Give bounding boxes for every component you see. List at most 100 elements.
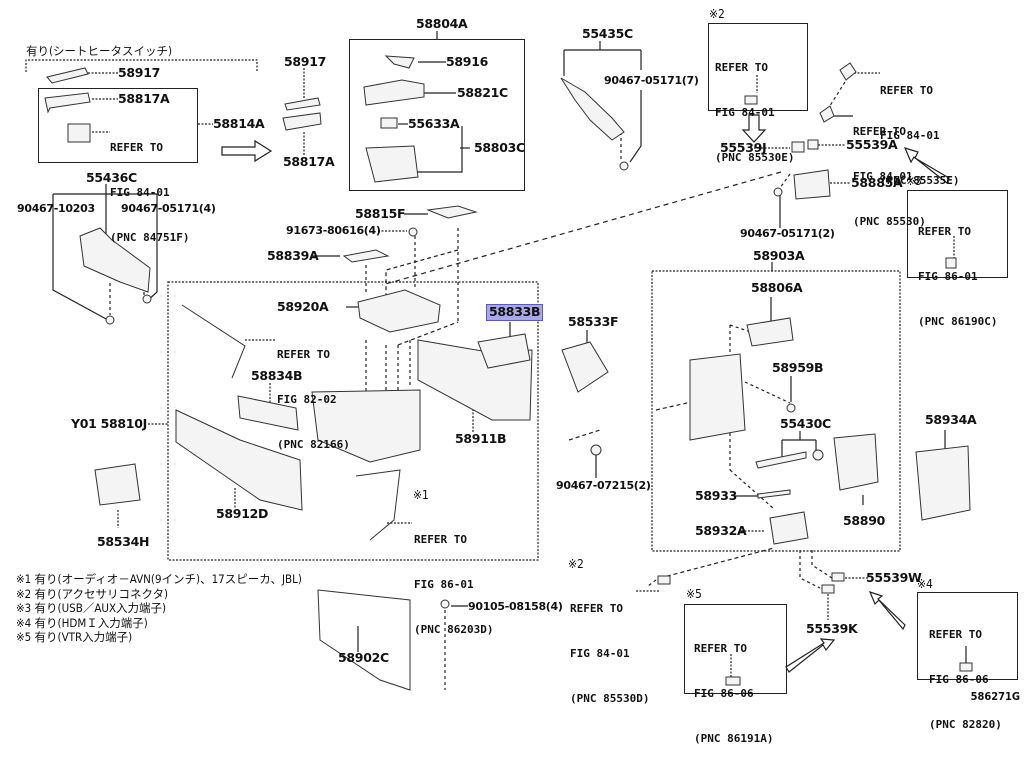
part-label-58932A[interactable]: 58932A [695,523,747,538]
part-sketch-58821C [363,79,425,106]
part-label-58806A[interactable]: 58806A [751,280,803,295]
part-label-58815F[interactable]: 58815F [355,206,406,221]
part-sketch-58916 [384,55,415,69]
ref-line: FIG 86-06 [929,673,989,686]
ref-line: (PNC 85530E) [715,151,795,164]
arrow-down-icon [741,114,767,143]
part-label-58911B[interactable]: 58911B [455,431,507,446]
part-label-90467-07215-2[interactable]: 90467-07215(2) [556,479,651,492]
note-mark-5: ※5 [686,587,702,601]
part-label-58917[interactable]: 58917 [118,65,160,80]
part-sketch-armrest [357,289,441,333]
part-label-55539W[interactable]: 55539W [866,570,922,585]
part-label-55436C[interactable]: 55436C [86,170,137,185]
part-label-90105-08158-4[interactable]: 90105-08158(4) [468,600,563,613]
part-label-58959B[interactable]: 58959B [772,360,824,375]
part-label-58839A[interactable]: 58839A [267,248,319,263]
ref-line: FIG 86-01 [918,270,978,283]
ref-box-82820 [917,592,1018,680]
part-sketch-58932A [769,511,809,545]
ref-line: FIG 84-01 [715,106,775,119]
part-sketch-58885A [793,169,831,200]
part-sketch-console-box [311,389,421,463]
part-sketch-55430C [755,451,807,469]
ref-85530D[interactable]: REFER TO FIG 84-01 (PNC 85530D) [570,571,649,721]
part-label-91673-80616-4[interactable]: 91673-80616(4) [286,224,381,237]
part-label-58890[interactable]: 58890 [843,513,885,528]
arrow-up-right-icon [785,638,836,673]
ref-82166[interactable]: REFER TO FIG 82-02 (PNC 82166) [277,317,350,467]
ref-84751F[interactable]: REFER TO FIG 84-01 (PNC 84751F) [110,110,189,260]
part-label-55539K[interactable]: 55539K [806,621,858,636]
part-label-58903A[interactable]: 58903A [753,248,805,263]
part-sketch-bezel [689,353,746,441]
optional-group-label: 有り(シートヒータスイッチ) [26,44,173,58]
part-sketch-58934A [915,445,971,521]
part-label-58817A-right[interactable]: 58817A [283,154,335,169]
part-sketch-58833B [477,333,531,369]
part-sketch-58834B [237,395,299,431]
part-label-58534H[interactable]: 58534H [97,534,150,549]
ref-86203D[interactable]: REFER TO FIG 86-01 (PNC 86203D) [414,502,493,652]
part-label-90467-05171-4[interactable]: 90467-05171(4) [121,202,216,215]
part-label-55539A[interactable]: 55539A [846,137,898,152]
part-sketch-58817A [44,92,91,114]
part-sketch-58533F [561,341,609,393]
ref-86190C[interactable]: REFER TO FIG 86-01 (PNC 86190C) [918,194,997,344]
note-mark-2b: ※2 [568,557,584,571]
ref-86191A[interactable]: REFER TO FIG 86-06 (PNC 86191A) [694,611,773,761]
part-label-58821C[interactable]: 58821C [457,85,508,100]
ref-line: REFER TO [918,225,971,238]
ref-line: REFER TO [715,61,768,74]
part-label-58814A[interactable]: 58814A [213,116,265,131]
ref-box-85530E [708,23,808,111]
part-label-55539J[interactable]: 55539J [720,140,767,155]
part-label-58920A[interactable]: 58920A [277,299,329,314]
box-58804A [349,39,525,191]
ref-box-86190C [907,190,1008,278]
ref-line: FIG 82-02 [277,393,337,406]
ref-85530[interactable]: REFER TO FIG 84-01 (PNC 85530) [853,94,926,244]
ref-box-86191A [684,604,787,694]
part-sketch-58534H [94,463,141,506]
note-mark-1: ※1 [413,488,429,502]
part-label-58834B[interactable]: 58834B [251,368,303,383]
part-label-58803C[interactable]: 58803C [474,140,525,155]
part-label-58912D[interactable]: 58912D [216,506,269,521]
part-label-58533F[interactable]: 58533F [568,314,619,329]
part-label-58917-right[interactable]: 58917 [284,54,326,69]
part-label-58804A[interactable]: 58804A [416,16,468,31]
part-label-55430C[interactable]: 55430C [780,416,831,431]
part-label-90467-10203[interactable]: 90467-10203 [17,202,95,215]
footnote-legend: ※1 有り(オーディオ－AVN(9インチ)、17スピーカ、JBL) ※2 有り(… [16,572,302,645]
legend-item: ※2 有り(アクセサリコネクタ) [16,586,169,601]
part-label-58934A[interactable]: 58934A [925,412,977,427]
part-label-58916[interactable]: 58916 [446,54,488,69]
part-label-58885A[interactable]: 58885A [851,175,903,190]
ref-line: REFER TO [414,533,467,546]
part-sketch-58803C [365,145,419,183]
part-sketch-58806A [746,317,794,347]
part-sketch-58912D [175,409,303,511]
part-sketch-switch [67,123,91,143]
ref-82820[interactable]: REFER TO FIG 86-06 (PNC 82820) [929,597,1002,747]
part-sketch-58839A [342,249,390,263]
part-label-Y01-58810J[interactable]: Y01 58810J [71,416,147,431]
main-assembly-box [167,281,539,561]
arrow-up-left-icon [903,147,950,184]
part-label-55435C[interactable]: 55435C [582,26,633,41]
part-label-58933[interactable]: 58933 [695,488,737,503]
ref-line: FIG 84-01 [110,186,170,199]
part-label-58833B-highlighted[interactable]: 58833B [485,304,544,321]
ref-line: FIG 84-01 [880,129,940,142]
legend-item: ※4 有り(HDMＩ入力端子) [16,615,148,630]
part-label-55633A[interactable]: 55633A [408,116,460,131]
part-label-90467-05171-7[interactable]: 90467-05171(7) [604,74,699,87]
ref-line: (PNC 82166) [277,438,350,451]
ref-85530E[interactable]: REFER TO FIG 84-01 (PNC 85530E) [715,30,794,180]
part-label-58902C[interactable]: 58902C [338,650,389,665]
part-label-90467-05171-2[interactable]: 90467-05171(2) [740,227,835,240]
part-label-58817A[interactable]: 58817A [118,91,170,106]
ref-85535E[interactable]: REFER TO FIG 84-01 (PNC 85535E) [880,53,959,203]
ref-line: (PNC 85530D) [570,692,650,705]
